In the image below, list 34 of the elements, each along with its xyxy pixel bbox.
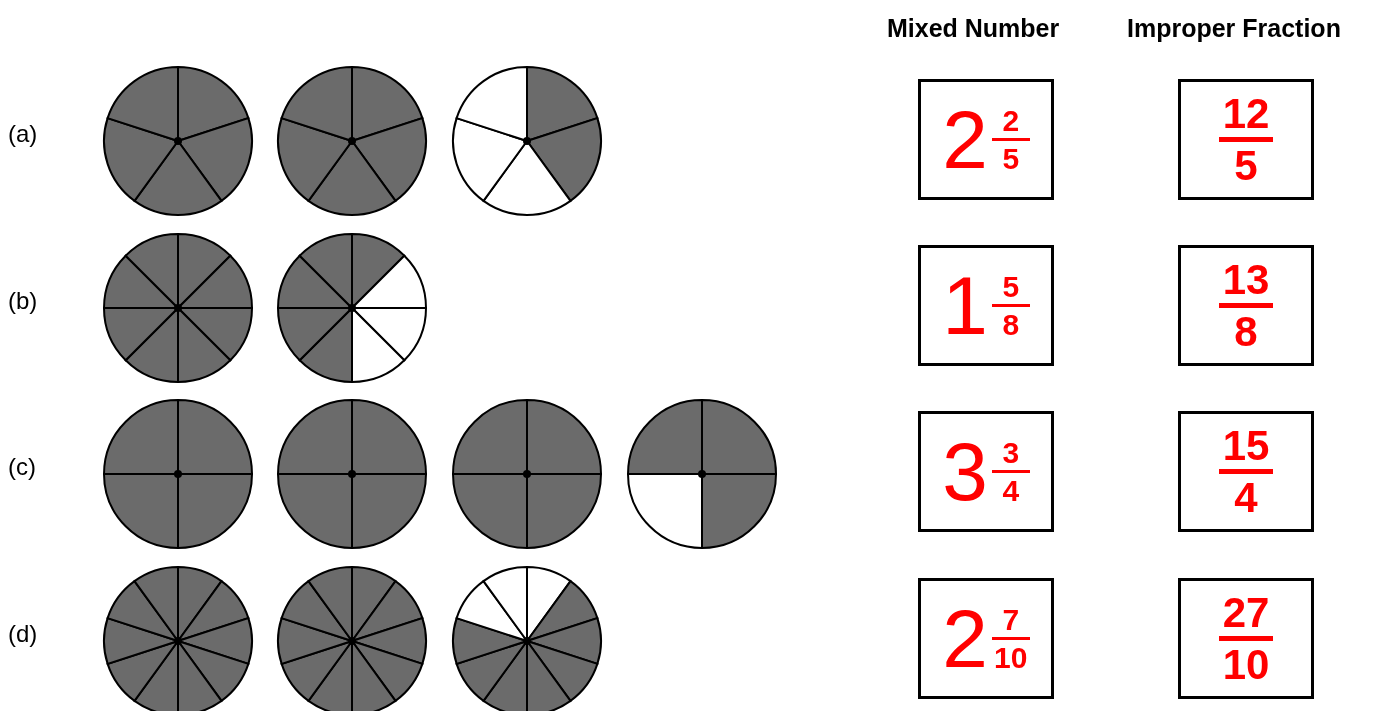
answer-box — [1178, 411, 1314, 532]
numerator: 27 — [1218, 591, 1274, 641]
answer-box — [918, 79, 1054, 200]
column-heading: Improper Fraction — [1127, 14, 1341, 43]
numerator: 2 — [991, 105, 1030, 141]
numerator: 5 — [991, 271, 1030, 307]
denominator: 4 — [1002, 472, 1020, 506]
answer-box — [1178, 245, 1314, 366]
denominator: 10 — [1222, 640, 1270, 686]
column-heading: Mixed Number — [887, 14, 1060, 43]
whole-number: 3 — [942, 430, 988, 513]
answer-box — [918, 411, 1054, 532]
row-label: (d) — [8, 620, 38, 648]
denominator: 5 — [1234, 141, 1258, 187]
answer-box — [918, 578, 1054, 699]
whole-number: 1 — [942, 264, 988, 347]
denominator: 10 — [994, 639, 1028, 673]
numerator: 12 — [1218, 92, 1274, 142]
row-label: (c) — [8, 453, 36, 481]
numerator: 3 — [991, 437, 1030, 473]
answer-box — [918, 245, 1054, 366]
numerator: 13 — [1218, 258, 1274, 308]
whole-number: 2 — [942, 98, 988, 181]
denominator: 8 — [1234, 307, 1258, 353]
whole-number: 2 — [942, 597, 988, 680]
row-label: (a) — [8, 120, 38, 148]
denominator: 8 — [1002, 306, 1020, 340]
numerator: 7 — [991, 604, 1030, 640]
denominator: 4 — [1234, 473, 1258, 519]
answer-box — [1178, 578, 1314, 699]
answer-box — [1178, 79, 1314, 200]
numerator: 15 — [1218, 424, 1274, 474]
denominator: 5 — [1002, 140, 1020, 174]
row-label: (b) — [8, 287, 38, 315]
